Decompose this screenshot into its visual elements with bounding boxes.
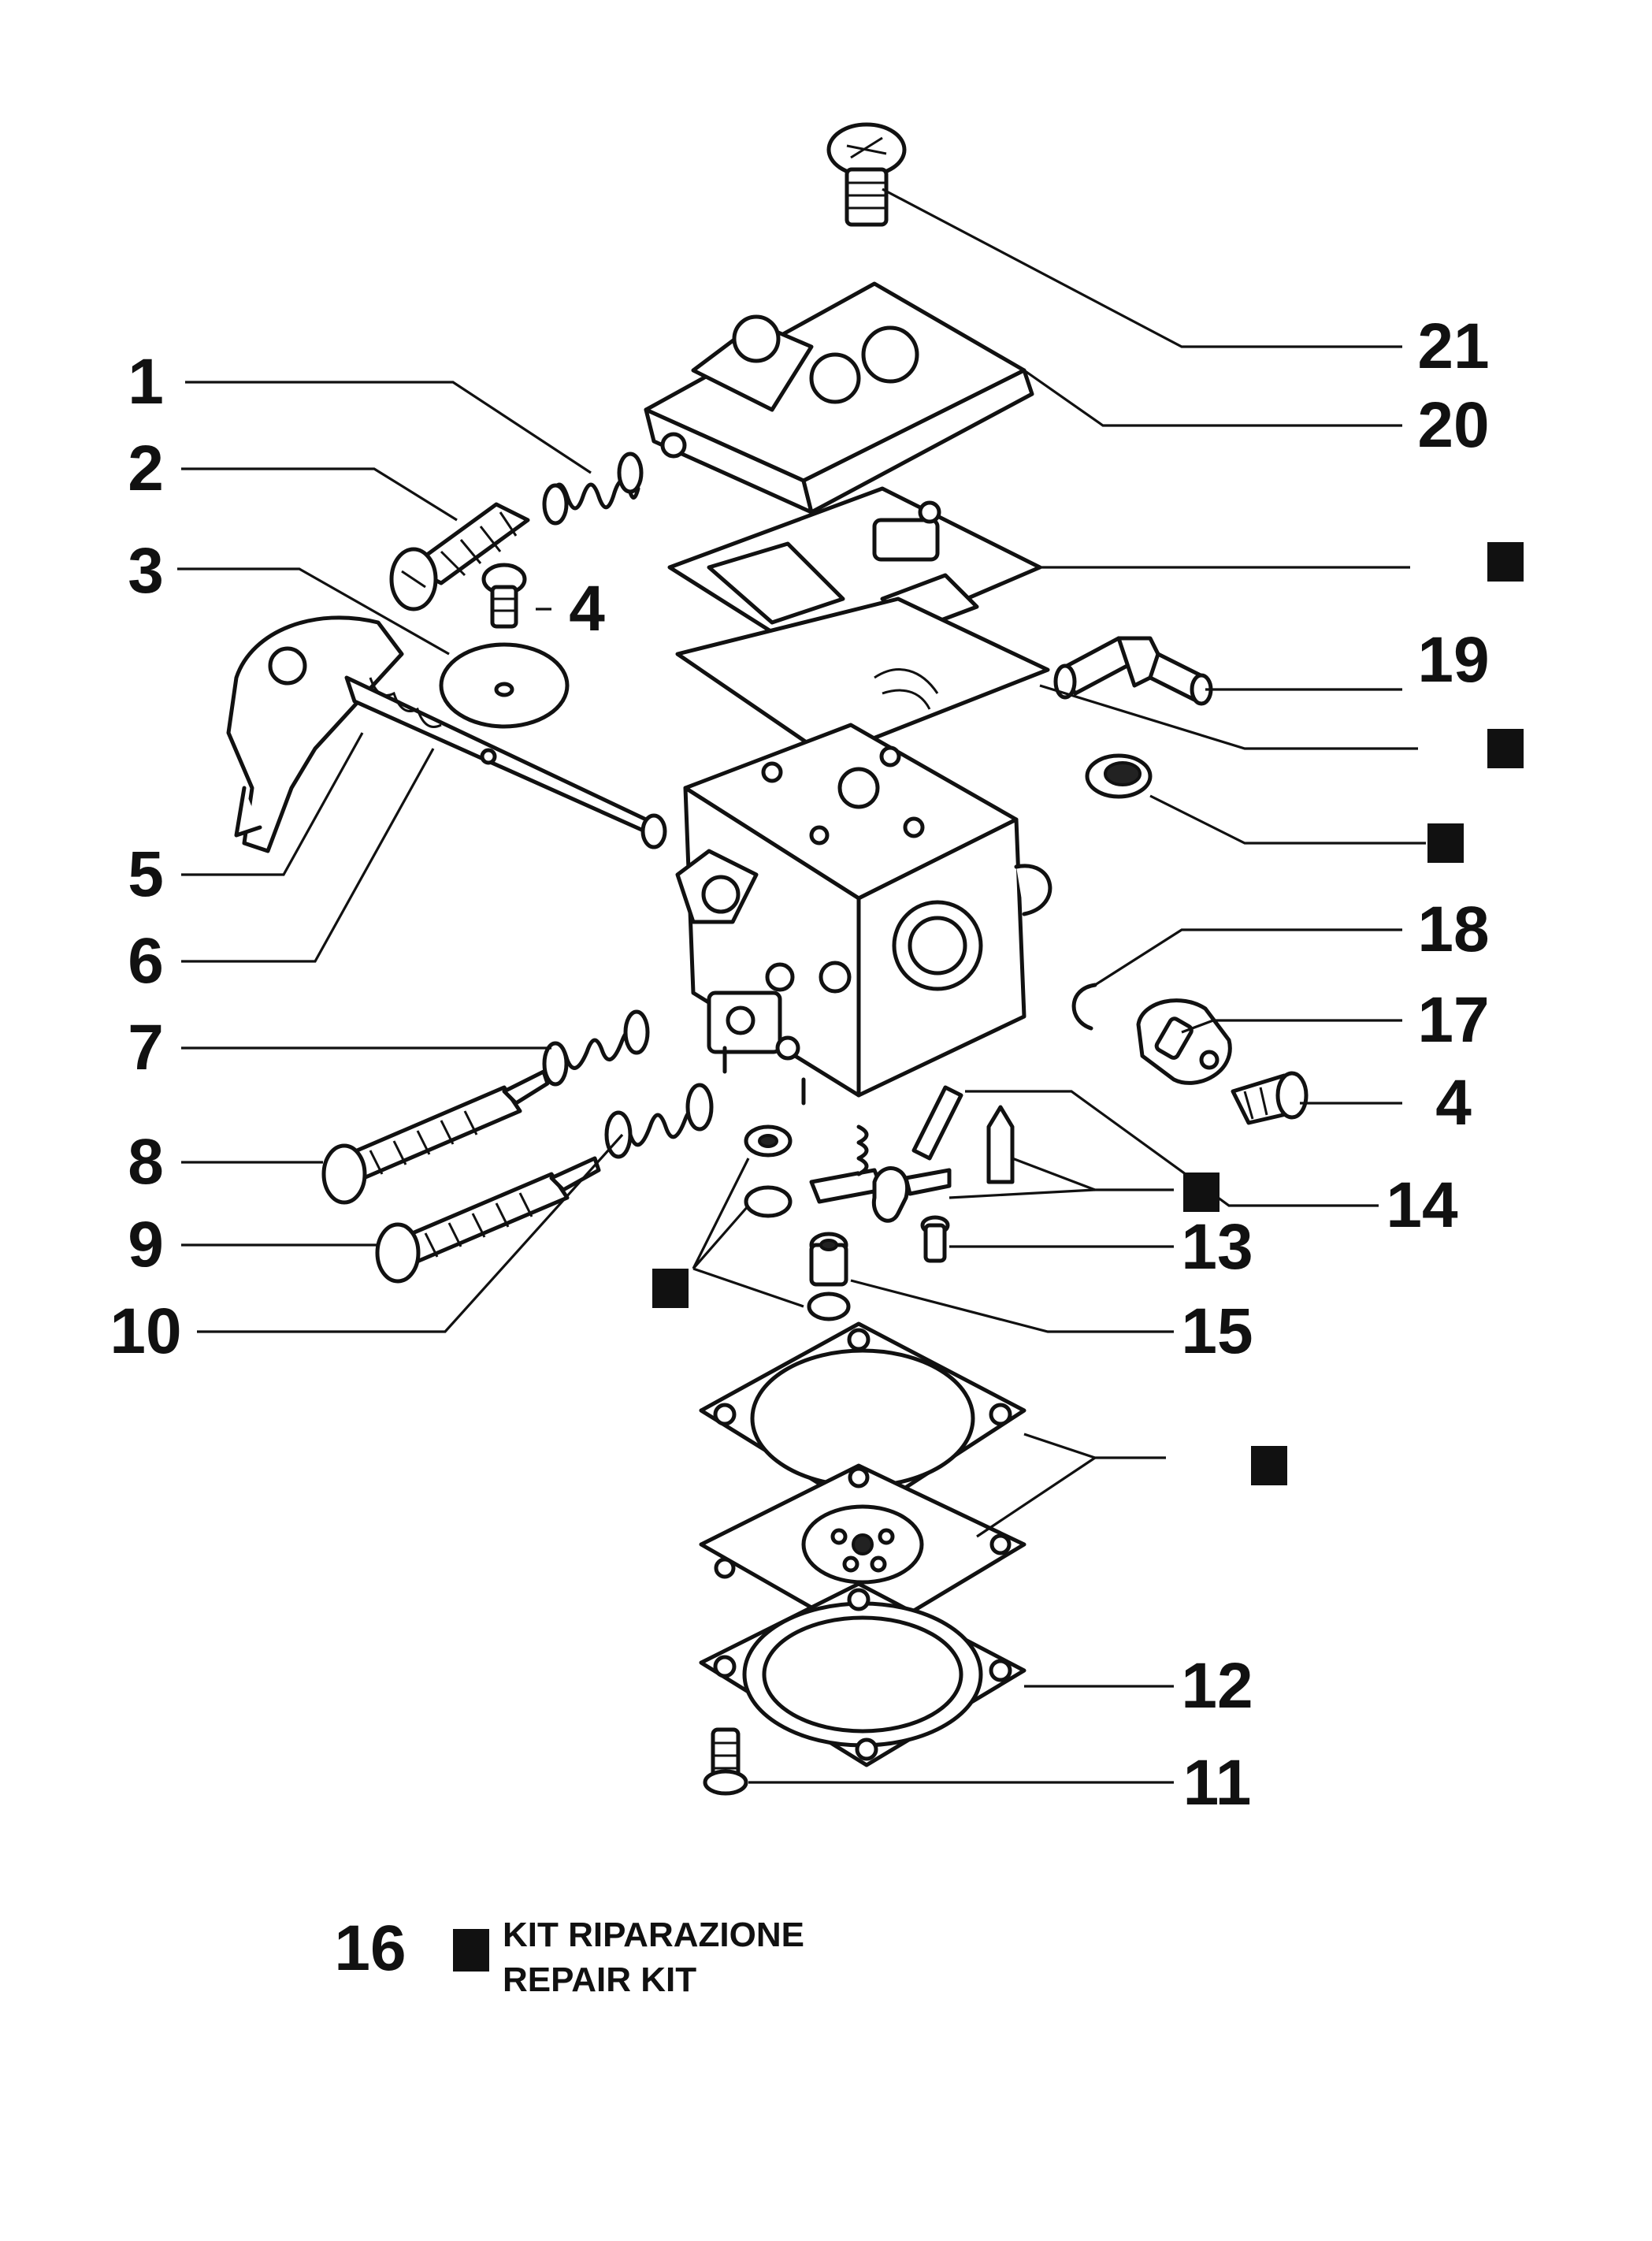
- callout-11: 11: [1183, 1747, 1252, 1819]
- part-washers: [744, 1124, 851, 1321]
- callout-20: 20: [1417, 389, 1489, 461]
- kit-markers: [652, 542, 1524, 1485]
- part-19-fitting: [1053, 636, 1213, 706]
- callout-labels: 1 2 3 4 5 6 7 8 9 10 21 20 19 18 17 4 14…: [110, 310, 1489, 1819]
- part-4-screw-right: [1231, 1071, 1309, 1125]
- callout-12: 12: [1181, 1650, 1253, 1722]
- callout-15: 15: [1181, 1295, 1253, 1367]
- part-18-clip: [1071, 983, 1097, 1031]
- part-5-6-lever-shaft: [226, 615, 667, 853]
- kit-marker-diaphragms: [1251, 1446, 1287, 1485]
- repair-kit-legend: 16 KIT RIPARAZIONE REPAIR KIT: [334, 1912, 804, 1999]
- legend-kit-marker: [453, 1929, 489, 1972]
- part-7-spring: [542, 1009, 650, 1087]
- callout-21: 21: [1417, 310, 1489, 382]
- part-12-diaphragm-cover: [699, 1581, 1026, 1767]
- part-pump-membrane: [675, 596, 1050, 759]
- part-9-needle-screw: [375, 1156, 601, 1284]
- part-inlet-lever: [809, 1166, 952, 1223]
- callout-3: 3: [128, 535, 164, 607]
- part-3-disc: [439, 642, 570, 729]
- legend-number: 16: [334, 1912, 406, 1984]
- callout-13: 13: [1181, 1211, 1253, 1283]
- leader-lines: [177, 188, 1426, 1784]
- kit-marker-filter-screen: [1427, 823, 1464, 863]
- legend-line-1: KIT RIPARAZIONE: [503, 1916, 804, 1954]
- kit-marker-washers: [652, 1269, 689, 1308]
- callout-2: 2: [128, 433, 164, 504]
- part-4-screw-left: [481, 563, 527, 629]
- callout-1: 1: [128, 346, 164, 418]
- callout-4-right: 4: [1435, 1067, 1472, 1139]
- part-10-spring: [604, 1083, 714, 1159]
- callout-9: 9: [128, 1209, 164, 1280]
- part-14-pin: [911, 1085, 963, 1161]
- callout-5: 5: [128, 838, 164, 910]
- part-21-screw: [826, 122, 907, 227]
- part-carburetor-body: [675, 723, 1052, 1106]
- kit-marker-pump-membrane: [1487, 729, 1524, 768]
- part-1-spring: [542, 452, 644, 526]
- callout-14: 14: [1386, 1169, 1458, 1241]
- callout-10: 10: [110, 1295, 181, 1367]
- callout-18: 18: [1417, 894, 1489, 965]
- part-11-screw: [703, 1727, 748, 1796]
- part-17-lever: [1136, 998, 1232, 1085]
- callout-8: 8: [128, 1126, 164, 1198]
- legend-line-2: REPAIR KIT: [503, 1960, 696, 1999]
- kit-marker-inlet-needle: [1183, 1173, 1220, 1212]
- part-small-spring: [856, 1124, 869, 1176]
- callout-19: 19: [1417, 624, 1489, 696]
- part-filter-screen: [1085, 753, 1153, 799]
- kit-marker-upper-gasket: [1487, 542, 1524, 582]
- part-15-valve-seat: [809, 1232, 848, 1287]
- part-inlet-needle: [986, 1105, 1015, 1184]
- callout-4-left: 4: [569, 573, 605, 645]
- callout-17: 17: [1417, 984, 1489, 1056]
- part-13-screw: [920, 1215, 950, 1263]
- callout-6: 6: [128, 925, 164, 997]
- part-8-needle-screw: [321, 1069, 550, 1205]
- part-20-cover: [644, 281, 1034, 515]
- part-2-screw: [389, 502, 530, 611]
- part-metering-diaphragm: [699, 1463, 1026, 1641]
- callout-7: 7: [128, 1012, 164, 1083]
